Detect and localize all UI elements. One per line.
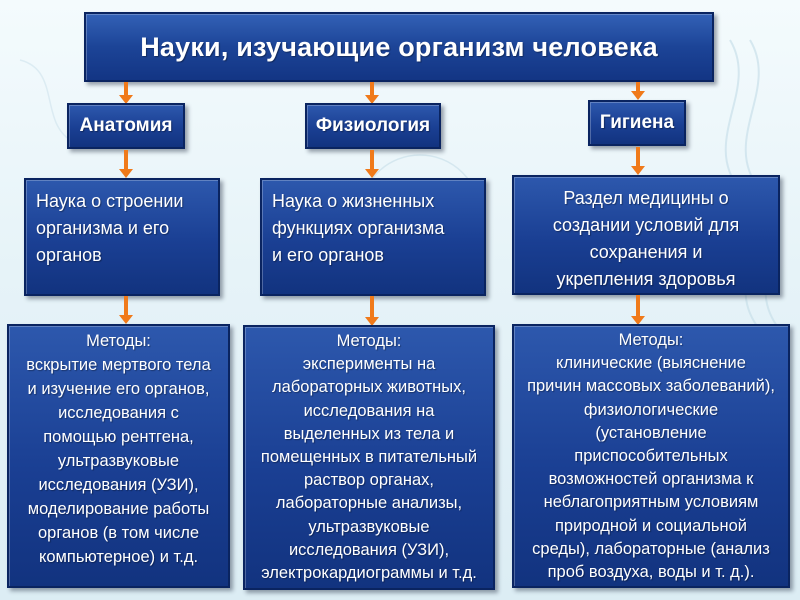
hygiene-header: Гигиена [588, 100, 686, 146]
hygiene-description-text: Раздел медицины о создании условий для с… [552, 188, 740, 289]
arrow-physiology-to-description [365, 150, 379, 178]
anatomy-methods: Методы: вскрытие мертвого тела и изучени… [7, 324, 230, 588]
physiology-methods: Методы: эксперименты на лабораторных жив… [243, 325, 495, 590]
physiology-description-text: Наука о жизненных функциях организма и е… [272, 191, 445, 265]
arrow-anatomy-to-description [119, 150, 133, 178]
hygiene-methods-label: Методы: [618, 331, 684, 349]
anatomy-methods-text: вскрытие мертвого тела и изучение его ор… [26, 356, 211, 566]
physiology-header: Физиология [305, 103, 441, 149]
physiology-methods-text: эксперименты на лабораторных животных, и… [260, 355, 478, 583]
hygiene-description: Раздел медицины о создании условий для с… [512, 175, 780, 295]
arrow-hygiene-to-methods [631, 295, 645, 325]
hygiene-methods: Методы: клинические (выяснение причин ма… [512, 324, 790, 588]
arrow-anatomy-to-methods [119, 296, 133, 324]
physiology-description: Наука о жизненных функциях организма и е… [260, 178, 486, 296]
anatomy-header: Анатомия [67, 103, 185, 149]
anatomy-methods-label: Методы: [86, 332, 151, 350]
arrow-title-to-physiology [365, 82, 379, 104]
arrow-hygiene-to-description [631, 147, 645, 175]
hygiene-methods-text: клинические (выяснение причин массовых з… [527, 354, 775, 582]
diagram-title: Науки, изучающие организм человека [84, 12, 714, 82]
arrow-physiology-to-methods [365, 296, 379, 326]
anatomy-description: Наука о строении организма и его органов [24, 178, 220, 296]
arrow-title-to-anatomy [119, 82, 133, 104]
arrow-title-to-hygiene [631, 82, 645, 100]
anatomy-description-text: Наука о строении организма и его органов [36, 191, 184, 265]
physiology-methods-label: Методы: [336, 332, 402, 350]
